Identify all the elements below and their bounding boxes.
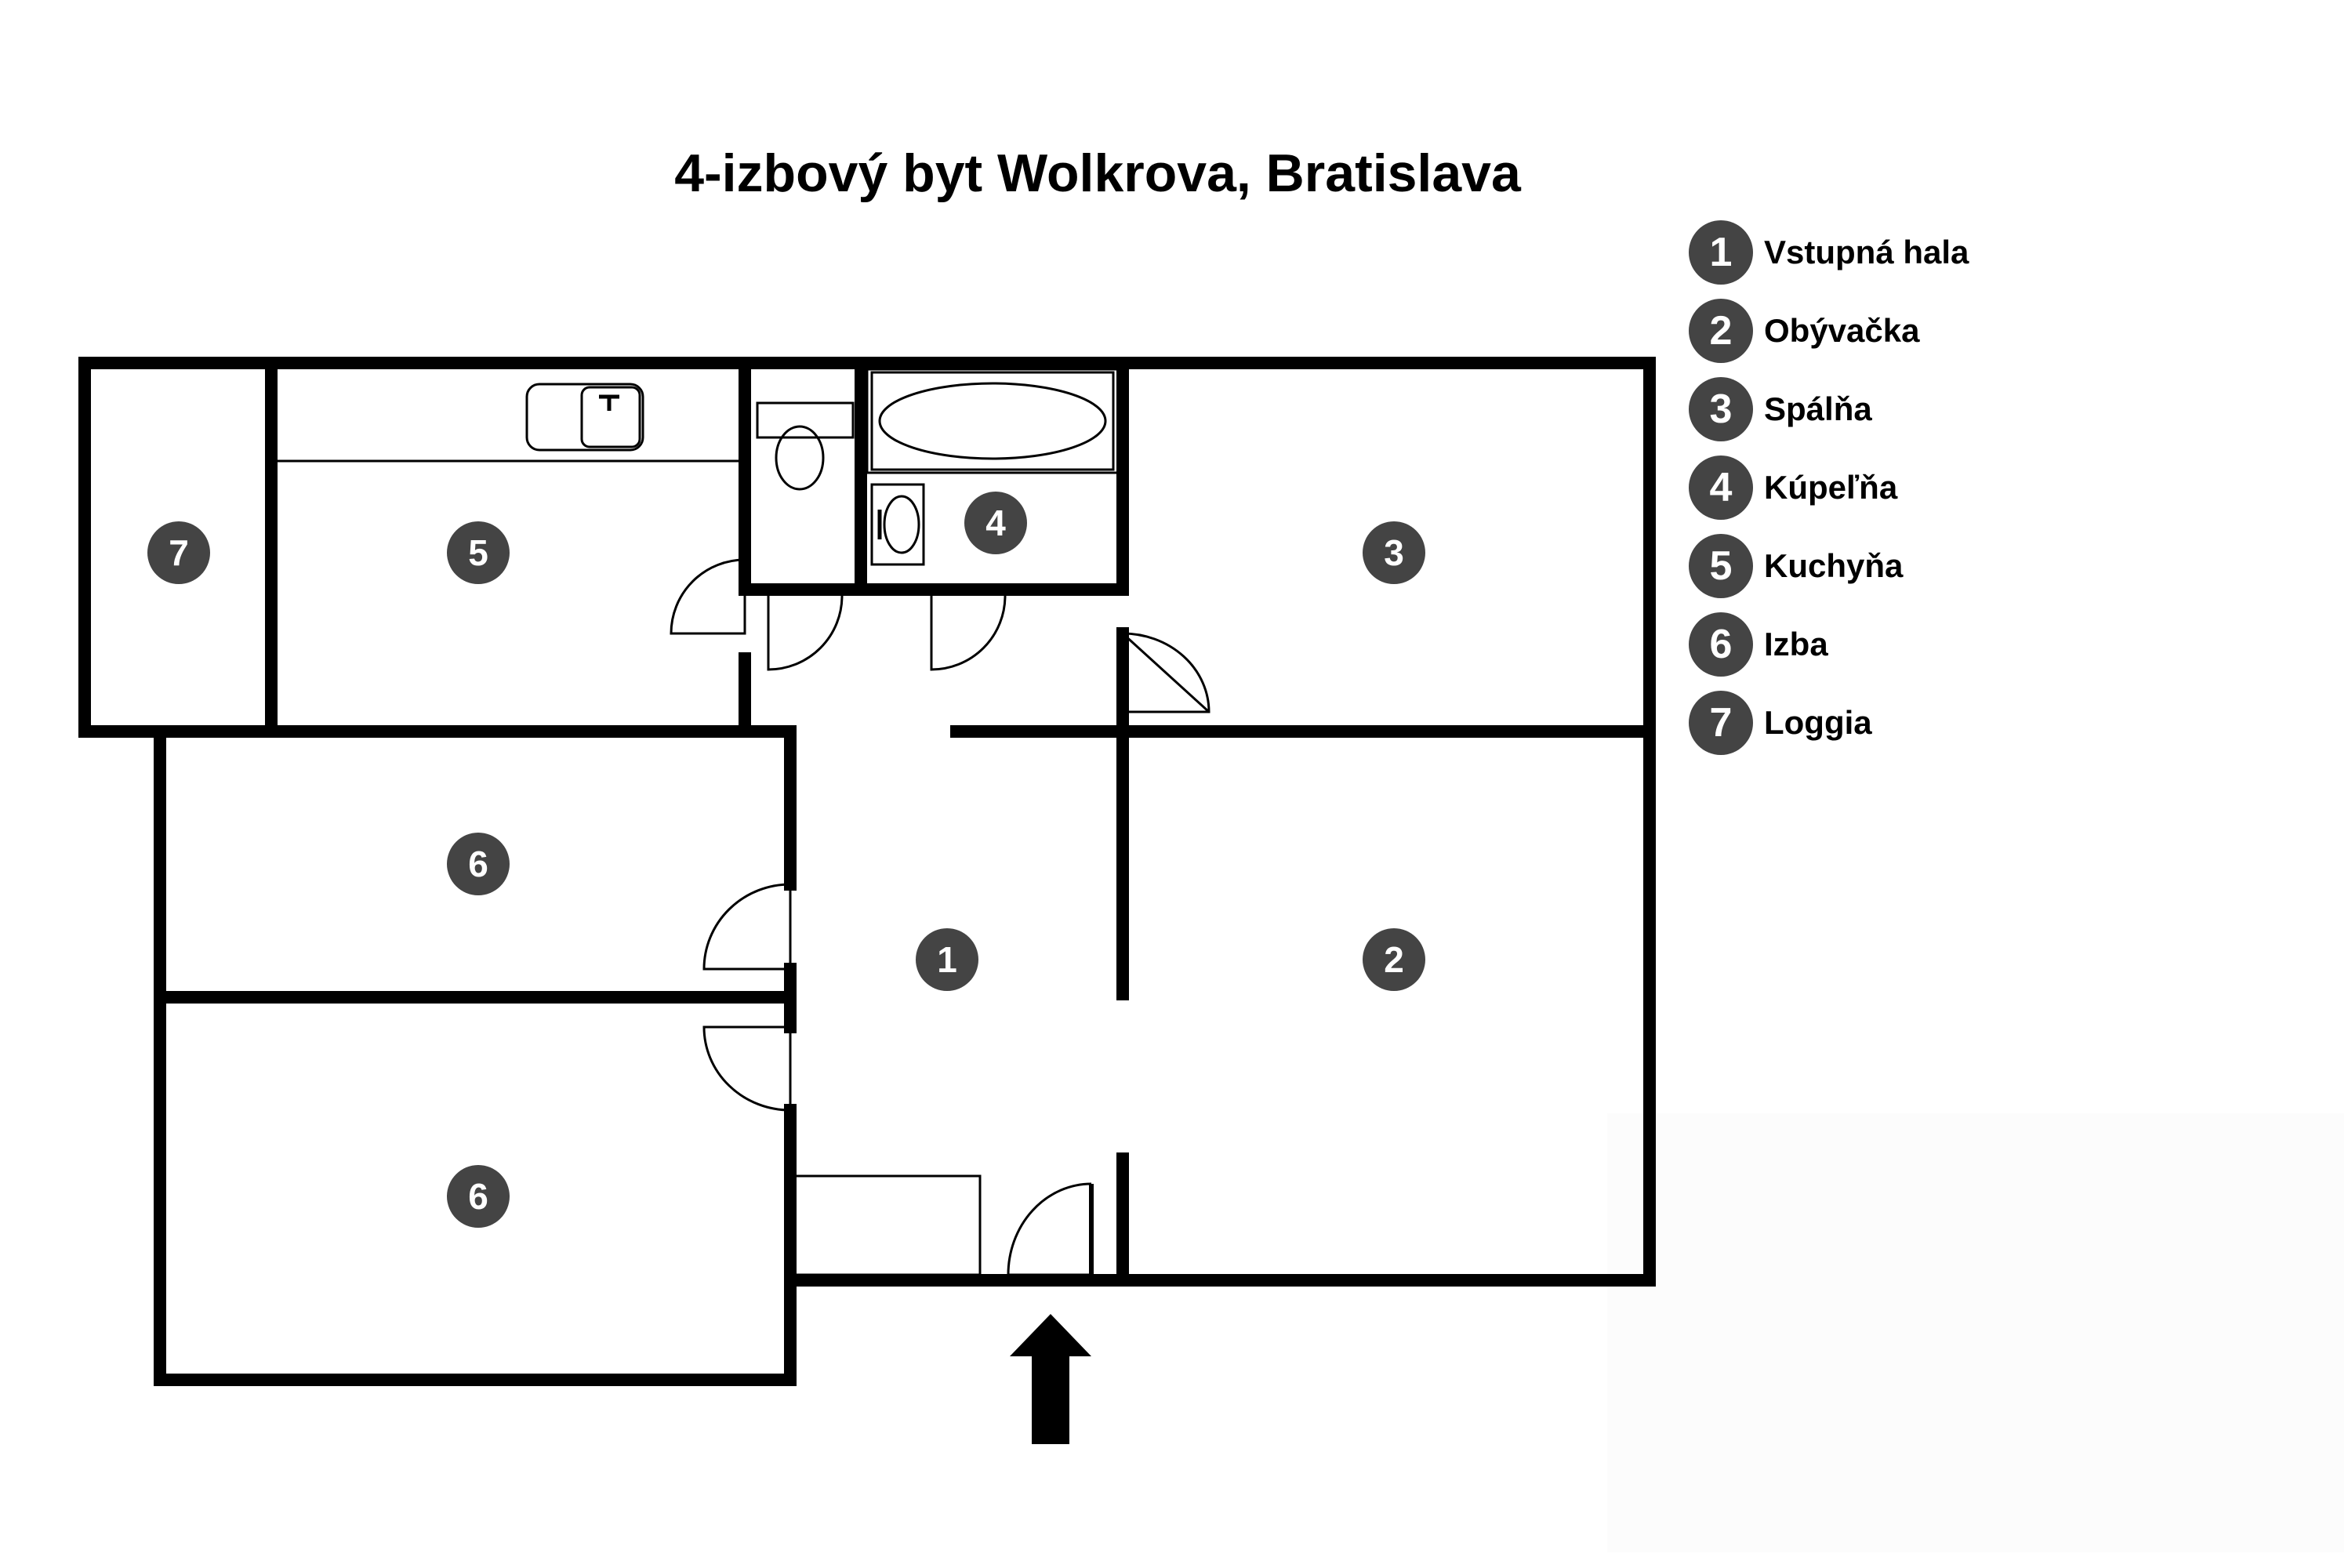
legend-item-6: 6 Izba bbox=[1689, 605, 1969, 684]
legend-item-5: 5 Kuchyňa bbox=[1689, 527, 1969, 605]
sink-icon bbox=[525, 383, 644, 452]
room-number: 6 bbox=[468, 844, 488, 884]
room-marker-room-upper: 6 bbox=[447, 833, 510, 895]
legend-label: Izba bbox=[1764, 626, 1828, 662]
bathtub-icon bbox=[870, 371, 1115, 471]
legend-label: Kuchyňa bbox=[1764, 547, 1904, 584]
legend-label: Obývačka bbox=[1764, 312, 1920, 349]
legend-item-3: 3 Spálňa bbox=[1689, 370, 1969, 448]
door-room6-lower bbox=[702, 1025, 792, 1112]
door-kitchen bbox=[670, 558, 746, 635]
wardrobe bbox=[793, 1174, 982, 1276]
door-entrance bbox=[1007, 1182, 1093, 1276]
plan-title: 4-izbový byt Wolkrova, Bratislava bbox=[674, 143, 1521, 203]
room-marker-living: 2 bbox=[1363, 928, 1425, 991]
legend-badge: 4 bbox=[1689, 456, 1753, 520]
sink-basin bbox=[580, 386, 641, 448]
room-number: 1 bbox=[937, 939, 957, 980]
room-marker-hall: 1 bbox=[916, 928, 978, 991]
watermark bbox=[1607, 1113, 2344, 1552]
door-bedroom bbox=[1121, 632, 1210, 713]
legend: 1 Vstupná hala 2 Obývačka 3 Spálňa 4 Kúp… bbox=[1689, 213, 1969, 762]
room-number: 5 bbox=[468, 532, 488, 573]
bathtub-basin bbox=[878, 382, 1107, 460]
legend-item-1: 1 Vstupná hala bbox=[1689, 213, 1969, 292]
door-room6-upper bbox=[702, 883, 792, 971]
entrance-arrow-icon bbox=[1010, 1314, 1091, 1444]
toilet-icon bbox=[775, 425, 825, 491]
room-marker-room-lower: 6 bbox=[447, 1165, 510, 1228]
legend-badge: 2 bbox=[1689, 299, 1753, 363]
legend-label: Spálňa bbox=[1764, 390, 1872, 427]
fixtures bbox=[278, 368, 1120, 1276]
room-marker-kitchen: 5 bbox=[447, 521, 510, 584]
legend-label: Vstupná hala bbox=[1764, 234, 1969, 270]
room-number: 4 bbox=[985, 503, 1006, 543]
room-number: 3 bbox=[1384, 532, 1404, 573]
legend-badge: 7 bbox=[1689, 691, 1753, 755]
legend-item-7: 7 Loggia bbox=[1689, 684, 1969, 762]
legend-badge: 6 bbox=[1689, 612, 1753, 677]
toilet-tank bbox=[756, 401, 855, 439]
legend-badge: 5 bbox=[1689, 534, 1753, 598]
doors bbox=[670, 558, 1210, 1278]
washbasin-icon bbox=[870, 483, 925, 566]
door-wc bbox=[767, 595, 844, 671]
legend-label: Kúpeľňa bbox=[1764, 469, 1898, 506]
room-marker-loggia: 7 bbox=[147, 521, 210, 584]
room-number: 2 bbox=[1384, 939, 1404, 980]
legend-badge: 3 bbox=[1689, 377, 1753, 441]
door-bath bbox=[930, 595, 1007, 671]
room-number: 7 bbox=[169, 532, 189, 573]
legend-label: Loggia bbox=[1764, 704, 1872, 741]
room-number: 6 bbox=[468, 1176, 488, 1217]
room-marker-bathroom: 4 bbox=[964, 492, 1027, 554]
walls bbox=[78, 357, 1656, 1386]
legend-item-2: 2 Obývačka bbox=[1689, 292, 1969, 370]
room-marker-bedroom: 3 bbox=[1363, 521, 1425, 584]
washbasin-bowl bbox=[883, 495, 920, 554]
bathtub-outer bbox=[866, 368, 1120, 474]
legend-badge: 1 bbox=[1689, 220, 1753, 285]
legend-item-4: 4 Kúpeľňa bbox=[1689, 448, 1969, 527]
